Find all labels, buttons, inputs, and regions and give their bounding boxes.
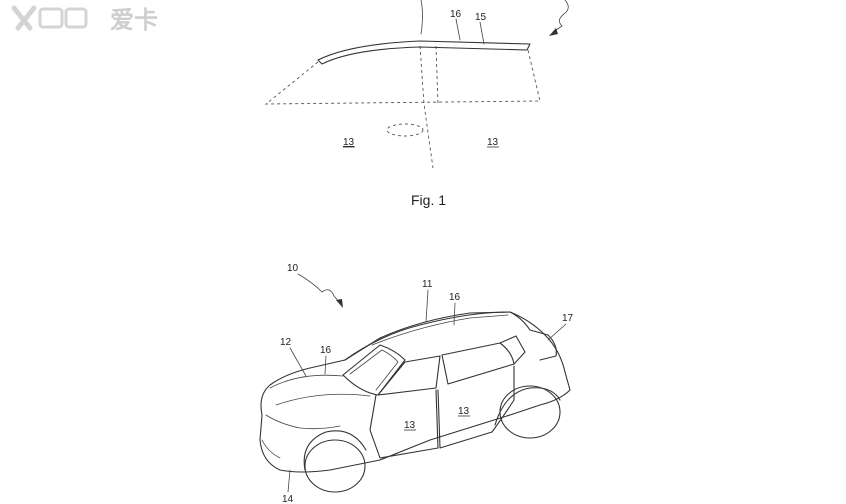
fig2-leader-16-roof	[453, 302, 456, 326]
fig2-front-bumper	[261, 439, 281, 459]
watermark-logo: 爱卡	[11, 5, 158, 34]
fig2-car-body	[259, 311, 571, 473]
fig1-leader-wavy	[552, 0, 569, 33]
fig2-spoiler	[509, 311, 557, 361]
fig1-arrowhead	[549, 28, 558, 36]
watermark-block-2	[64, 7, 88, 29]
watermark-block-1	[38, 7, 64, 29]
fig2-label-17: 17	[562, 313, 574, 324]
fig1-b-pillar-2	[435, 45, 439, 105]
figure-1: 16 15 13 13 Fig. 1	[264, 0, 569, 208]
fig2-label-14: 14	[282, 494, 294, 504]
fig1-leader-15b	[479, 21, 485, 45]
fig2-rear-wheel	[499, 385, 561, 439]
fig1-label-15: 15	[475, 12, 487, 23]
fig2-leader-10	[297, 273, 341, 304]
fig2-arrowhead-10	[336, 299, 343, 308]
fig2-hood-crease	[275, 393, 371, 406]
fig2-label-10: 10	[287, 263, 299, 274]
fig2-label-12: 12	[280, 337, 292, 348]
fig2-leader-11	[425, 289, 429, 323]
fig2-rear-window	[499, 335, 526, 365]
fig1-label-13-right: 13	[487, 137, 499, 148]
fig2-side-window-front	[377, 355, 441, 396]
watermark-x-mark	[11, 5, 37, 31]
fig1-caption: Fig. 1	[411, 192, 446, 208]
fig2-rear-door	[437, 365, 515, 449]
fig2-leader-14	[287, 469, 291, 493]
fig2-hood	[269, 374, 344, 389]
fig2-leader-16-hood	[324, 355, 327, 375]
fig2-windshield	[342, 344, 406, 396]
fig1-door-handle	[386, 123, 424, 137]
fig1-leader-16	[455, 18, 461, 41]
fig2-front-wheel	[304, 439, 366, 493]
fig2-roof-strip	[371, 314, 509, 346]
fig2-rear-wheel-arch	[494, 387, 561, 426]
fig1-window-outline	[264, 49, 541, 105]
fig1-b-pillar-1	[419, 45, 434, 169]
fig2-front-door	[369, 389, 439, 459]
fig2-leader-17	[547, 323, 567, 341]
fig2-leader-12	[289, 347, 307, 377]
fig1-roof-strip	[317, 40, 531, 65]
watermark-cn-text: 爱卡	[110, 6, 158, 34]
fig2-label-13-front: 13	[404, 420, 416, 431]
fig2-roofline	[344, 311, 511, 361]
fig2-windshield-inner	[349, 349, 399, 391]
fig2-label-16-hood: 16	[320, 345, 332, 356]
fig1-label-13-left: 13	[343, 137, 355, 148]
fig2-label-13-rear: 13	[458, 406, 470, 417]
fig2-side-window-rear	[441, 342, 515, 385]
fig2-headlight	[265, 414, 341, 430]
fig2-front-wheel-arch	[303, 430, 367, 471]
fig2-label-16-roof: 16	[449, 292, 461, 303]
fig1-leader-15	[420, 0, 423, 35]
fig2-label-11: 11	[422, 279, 433, 290]
figure-2: 10 11 16 17	[259, 263, 574, 504]
fig1-label-16: 16	[450, 9, 462, 20]
